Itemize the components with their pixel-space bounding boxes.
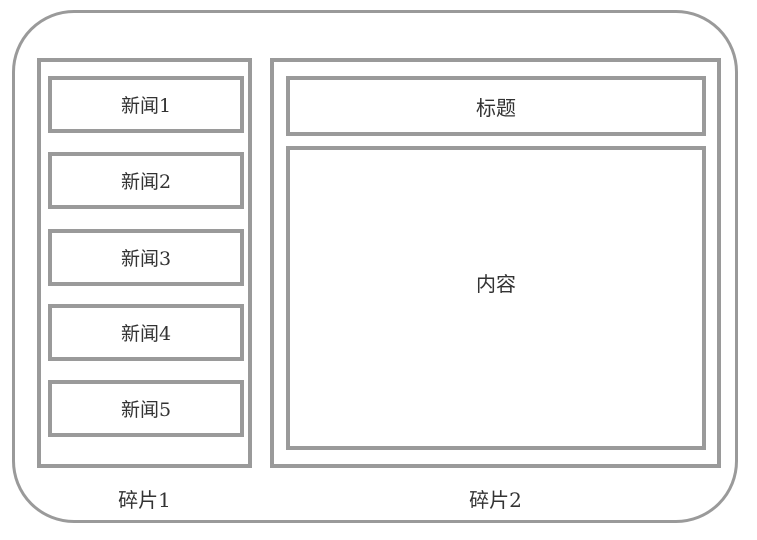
news-item[interactable]: 新闻5	[48, 380, 244, 437]
news-item[interactable]: 新闻3	[48, 229, 244, 286]
news-item-label: 新闻2	[120, 171, 172, 193]
content-label: 内容	[476, 272, 516, 296]
title-box: 标题	[286, 76, 706, 136]
news-item[interactable]: 新闻2	[48, 152, 244, 209]
news-item-label: 新闻5	[120, 399, 172, 421]
content-box: 内容	[286, 146, 706, 450]
fragment-1-label: 碎片1	[118, 488, 171, 512]
news-item[interactable]: 新闻4	[48, 304, 244, 361]
title-label: 标题	[476, 95, 516, 120]
fragment-2-label: 碎片2	[469, 488, 522, 512]
fragment-2-panel	[270, 58, 721, 468]
news-item-label: 新闻3	[120, 248, 172, 270]
news-item-label: 新闻4	[120, 323, 172, 345]
fragment-1-panel	[37, 58, 252, 468]
news-item[interactable]: 新闻1	[48, 76, 244, 133]
news-item-label: 新闻1	[120, 95, 172, 117]
